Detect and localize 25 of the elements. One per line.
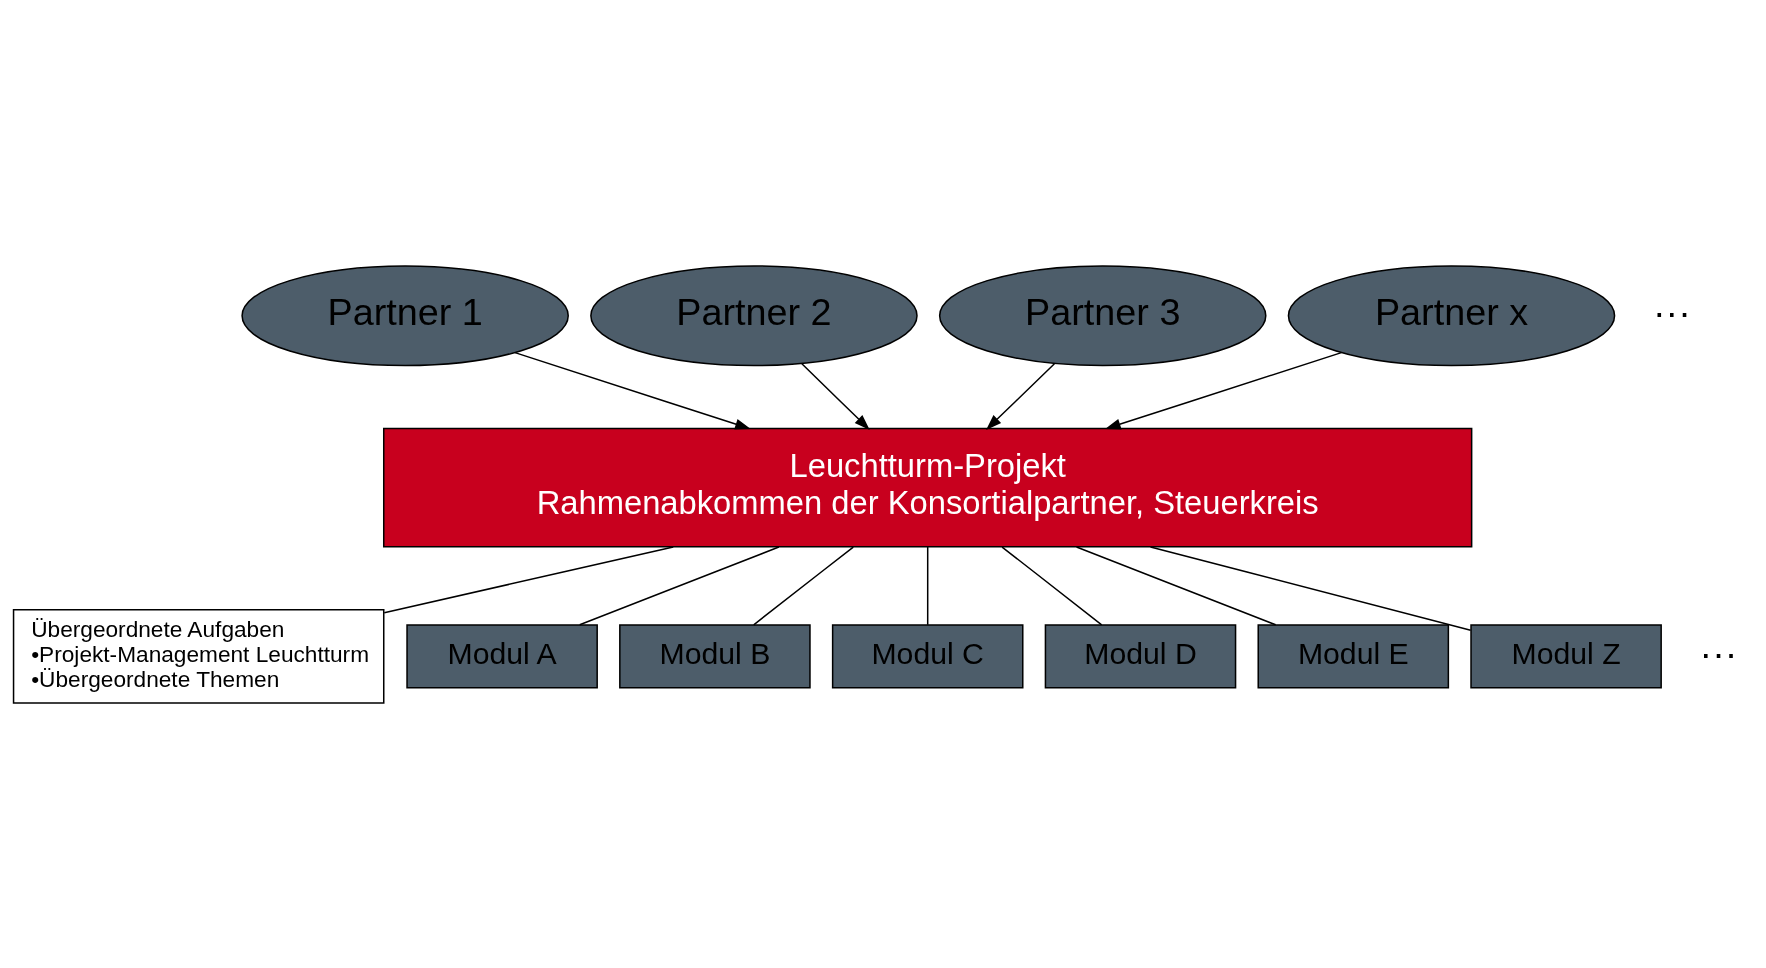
node-box: Leuchtturm-Projekt Rahmenabkommen der Konsortialpartner, Steuerkreis <box>383 427 1473 548</box>
connector <box>1149 545 1472 631</box>
connector <box>383 545 674 614</box>
node-box: Modul Z <box>1470 623 1662 689</box>
connector <box>578 545 780 626</box>
connector <box>1075 545 1277 626</box>
node-box: Modul D <box>1044 623 1237 689</box>
node-box: Modul B <box>619 623 811 689</box>
arrow <box>801 362 870 430</box>
connector <box>1001 545 1103 626</box>
node-ellipse: Partner 1 <box>241 264 569 366</box>
label: ··· <box>1699 631 1738 674</box>
node-box: Modul E <box>1257 623 1450 689</box>
node-box: Modul C <box>831 623 1024 689</box>
arrow <box>986 362 1056 430</box>
node-box: Modul A <box>406 623 598 689</box>
node-ellipse: Partner x <box>1287 264 1616 366</box>
node-ellipse: Partner 3 <box>938 264 1267 366</box>
connector <box>926 545 929 626</box>
connector <box>752 545 855 626</box>
label: ··· <box>1652 290 1691 333</box>
node-ellipse: Partner 2 <box>590 264 918 366</box>
node-box: Übergeordnete Aufgaben •Projekt-Management Leuchtturm •Übergeordnete Themen <box>12 608 385 704</box>
arrow <box>514 351 751 429</box>
arrow <box>1105 351 1343 429</box>
